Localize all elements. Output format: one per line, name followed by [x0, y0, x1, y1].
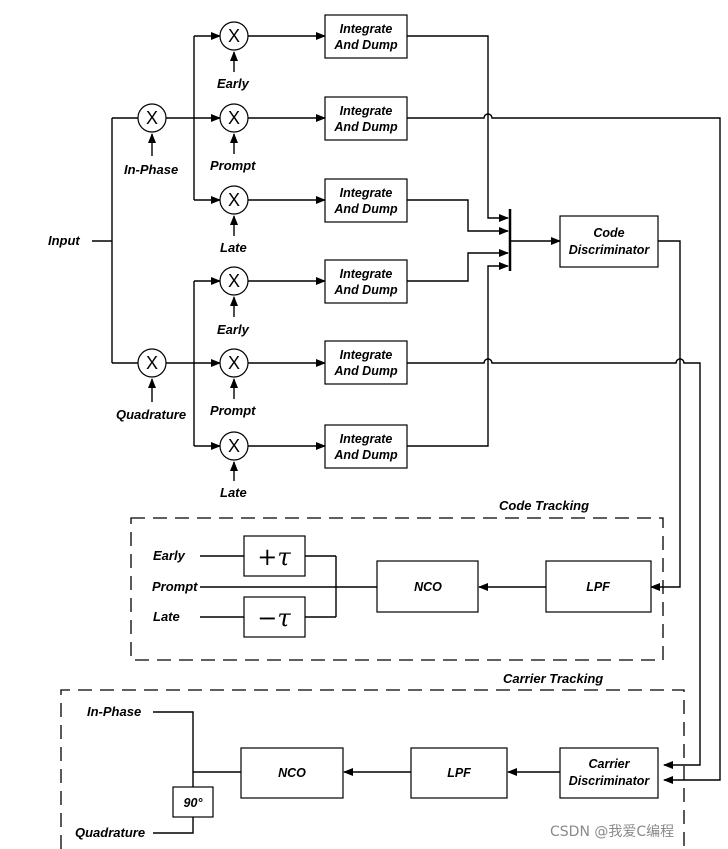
svg-text:X: X	[228, 353, 240, 373]
early-q-mixer: X	[219, 266, 249, 296]
svg-text:X: X	[228, 190, 240, 210]
carrier-discriminator: Carrier Discriminator	[559, 747, 659, 799]
svg-text:Integrate: Integrate	[340, 267, 393, 281]
svg-text:X: X	[146, 108, 158, 128]
in-phase-mixer: X	[137, 103, 167, 133]
quadrature-mixer: X	[137, 348, 167, 378]
carrier-in-phase-label: In-Phase	[87, 704, 141, 719]
svg-text:Integrate: Integrate	[340, 186, 393, 200]
svg-text:And Dump: And Dump	[333, 38, 398, 52]
svg-text:LPF: LPF	[447, 766, 471, 780]
svg-text:X: X	[228, 271, 240, 291]
prompt-q-mixer: X	[219, 348, 249, 378]
integrate-dump-late-q: Integrate And Dump	[324, 424, 408, 469]
svg-text:And Dump: And Dump	[333, 364, 398, 378]
svg-text:LPF: LPF	[586, 580, 610, 594]
phase-shift-90: 90°	[172, 786, 214, 818]
prompt-i-label: Prompt	[210, 158, 256, 173]
integrate-dump-early-i: Integrate And Dump	[324, 14, 408, 59]
svg-text:NCO: NCO	[278, 766, 306, 780]
svg-text:And Dump: And Dump	[333, 120, 398, 134]
minus-tau-delay: −τ	[243, 596, 306, 638]
late-q-label: Late	[220, 485, 247, 500]
integrate-dump-late-i: Integrate And Dump	[324, 178, 408, 223]
in-phase-mixer-label: In-Phase	[124, 162, 178, 177]
early-i-label: Early	[217, 76, 250, 91]
svg-text:90°: 90°	[184, 796, 204, 810]
code-tracking-group	[130, 517, 664, 661]
svg-text:NCO: NCO	[414, 580, 442, 594]
svg-text:X: X	[228, 436, 240, 456]
input-label: Input	[48, 233, 80, 248]
carrier-lpf: LPF	[410, 747, 508, 799]
quadrature-mixer-label: Quadrature	[116, 407, 186, 422]
plus-tau-delay: +τ	[243, 535, 306, 577]
prompt-i-mixer: X	[219, 103, 249, 133]
integrate-dump-prompt-i: Integrate And Dump	[324, 96, 408, 141]
svg-text:And Dump: And Dump	[333, 448, 398, 462]
svg-text:X: X	[228, 108, 240, 128]
svg-text:Code: Code	[593, 226, 624, 240]
code-late-label: Late	[153, 609, 180, 624]
svg-text:+τ: +τ	[257, 543, 291, 571]
early-q-label: Early	[217, 322, 250, 337]
prompt-q-label: Prompt	[210, 403, 256, 418]
late-q-mixer: X	[219, 431, 249, 461]
svg-text:And Dump: And Dump	[333, 202, 398, 216]
code-tracking-title: Code Tracking	[499, 498, 589, 513]
svg-text:Carrier: Carrier	[589, 757, 631, 771]
carrier-nco: NCO	[240, 747, 344, 799]
csdn-watermark: CSDN @我爱C编程	[550, 824, 674, 840]
code-nco: NCO	[376, 560, 479, 613]
svg-text:Discriminator: Discriminator	[569, 774, 651, 788]
svg-text:And Dump: And Dump	[333, 283, 398, 297]
code-lpf: LPF	[545, 560, 652, 613]
svg-text:Integrate: Integrate	[340, 348, 393, 362]
code-discriminator: Code Discriminator	[559, 215, 659, 268]
svg-text:Integrate: Integrate	[340, 22, 393, 36]
early-i-mixer: X	[219, 21, 249, 51]
svg-text:Discriminator: Discriminator	[569, 243, 651, 257]
svg-text:X: X	[146, 353, 158, 373]
code-prompt-label: Prompt	[152, 579, 198, 594]
svg-text:Integrate: Integrate	[340, 104, 393, 118]
carrier-quadrature-label: Quadrature	[75, 825, 145, 840]
svg-text:Integrate: Integrate	[340, 432, 393, 446]
svg-text:X: X	[228, 26, 240, 46]
late-i-label: Late	[220, 240, 247, 255]
code-early-label: Early	[153, 548, 186, 563]
carrier-tracking-group	[60, 689, 685, 849]
svg-text:−τ: −τ	[257, 604, 291, 632]
carrier-tracking-title: Carrier Tracking	[503, 671, 603, 686]
integrate-dump-early-q: Integrate And Dump	[324, 259, 408, 304]
integrate-dump-prompt-q: Integrate And Dump	[324, 340, 408, 385]
late-i-mixer: X	[219, 185, 249, 215]
